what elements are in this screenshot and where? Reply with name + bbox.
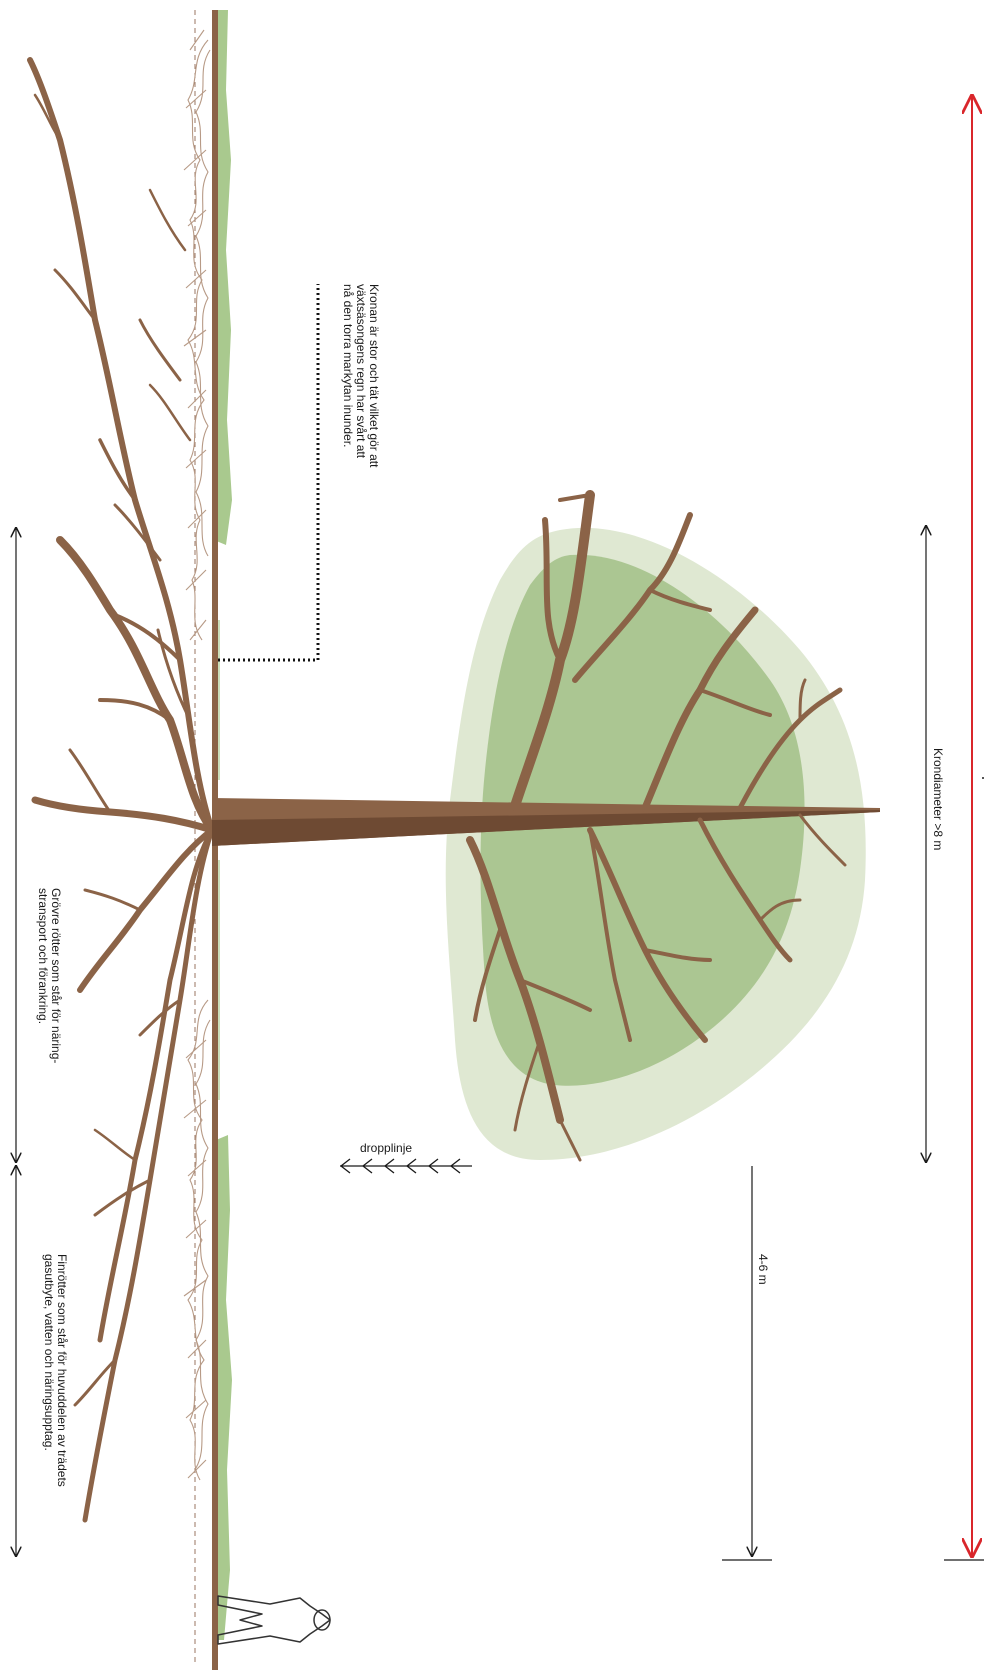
height-4-6-label-group: 4-6 m	[756, 1254, 770, 1285]
crown-note-line-1: Kronan är stor och tät vilket gör att	[367, 284, 381, 468]
crown-note-leader	[218, 284, 318, 660]
fine-roots-line-2: gasutbyte, vatten och näringsupptag.	[42, 1254, 56, 1451]
crown-diameter-label-group: Krondiameter >8 m	[931, 748, 945, 850]
coarse-roots-line-2: stransport och förankring.	[36, 888, 50, 1024]
crown-note-line-2: växtsäsongens regn har svårt att	[354, 284, 368, 459]
drip-line-label: dropplinje	[360, 1141, 412, 1155]
fine-roots-lower	[184, 1000, 210, 1480]
crown-diameter-label: Krondiameter >8 m	[931, 748, 945, 850]
drip-line-arrows	[340, 1159, 472, 1173]
crown-note: Kronan är stor och tät vilket gör att vä…	[341, 284, 381, 468]
fine-roots-upper	[184, 30, 210, 640]
coarse-roots-label: Grövre rötter som står för näring- stran…	[36, 888, 63, 1063]
crown-note-line-3: nå den torra markytan inunder.	[341, 284, 355, 447]
fine-roots-line-1: Finrötter som står för huvuddelen av trä…	[55, 1254, 69, 1487]
coarse-roots-line-1: Grövre rötter som står för näring-	[49, 888, 63, 1063]
person-icon	[218, 1596, 330, 1644]
fine-roots-label: Finrötter som står för huvuddelen av trä…	[42, 1254, 69, 1487]
height-4-6-label: 4-6 m	[756, 1254, 770, 1285]
